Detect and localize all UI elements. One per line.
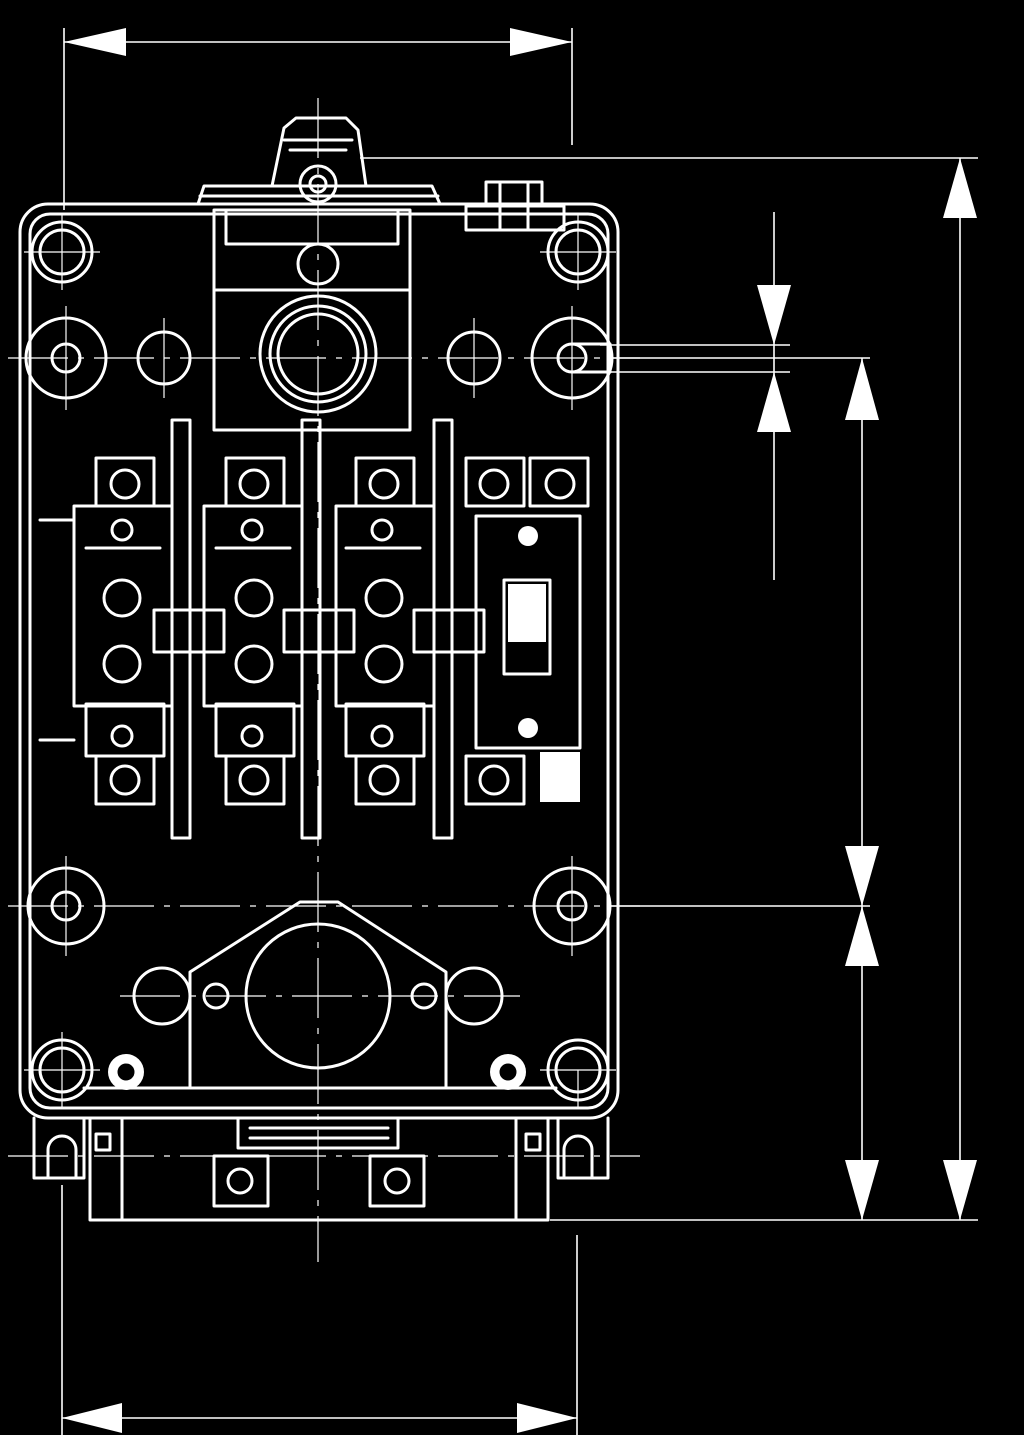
top-gland-nut — [464, 180, 566, 232]
corner-screw-holes — [24, 214, 616, 1108]
pole-module-1 — [72, 418, 226, 840]
pole-module-2 — [202, 418, 356, 840]
dimension-slot-width — [600, 212, 791, 580]
dimension-overall-height — [360, 157, 978, 1221]
operating-handle — [196, 116, 442, 206]
dimension-mounting-hole-pitch — [610, 357, 879, 1220]
upper-mechanism-housing — [212, 208, 412, 432]
dimension-bottom-width — [61, 1185, 578, 1435]
bottom-mounting-foot — [32, 1116, 610, 1222]
mounting-holes — [24, 306, 614, 956]
dimension-top-width — [63, 28, 573, 210]
auxiliary-contact-block — [464, 456, 590, 806]
pole-module-3 — [334, 418, 486, 840]
lower-gland-plate — [82, 900, 558, 1090]
